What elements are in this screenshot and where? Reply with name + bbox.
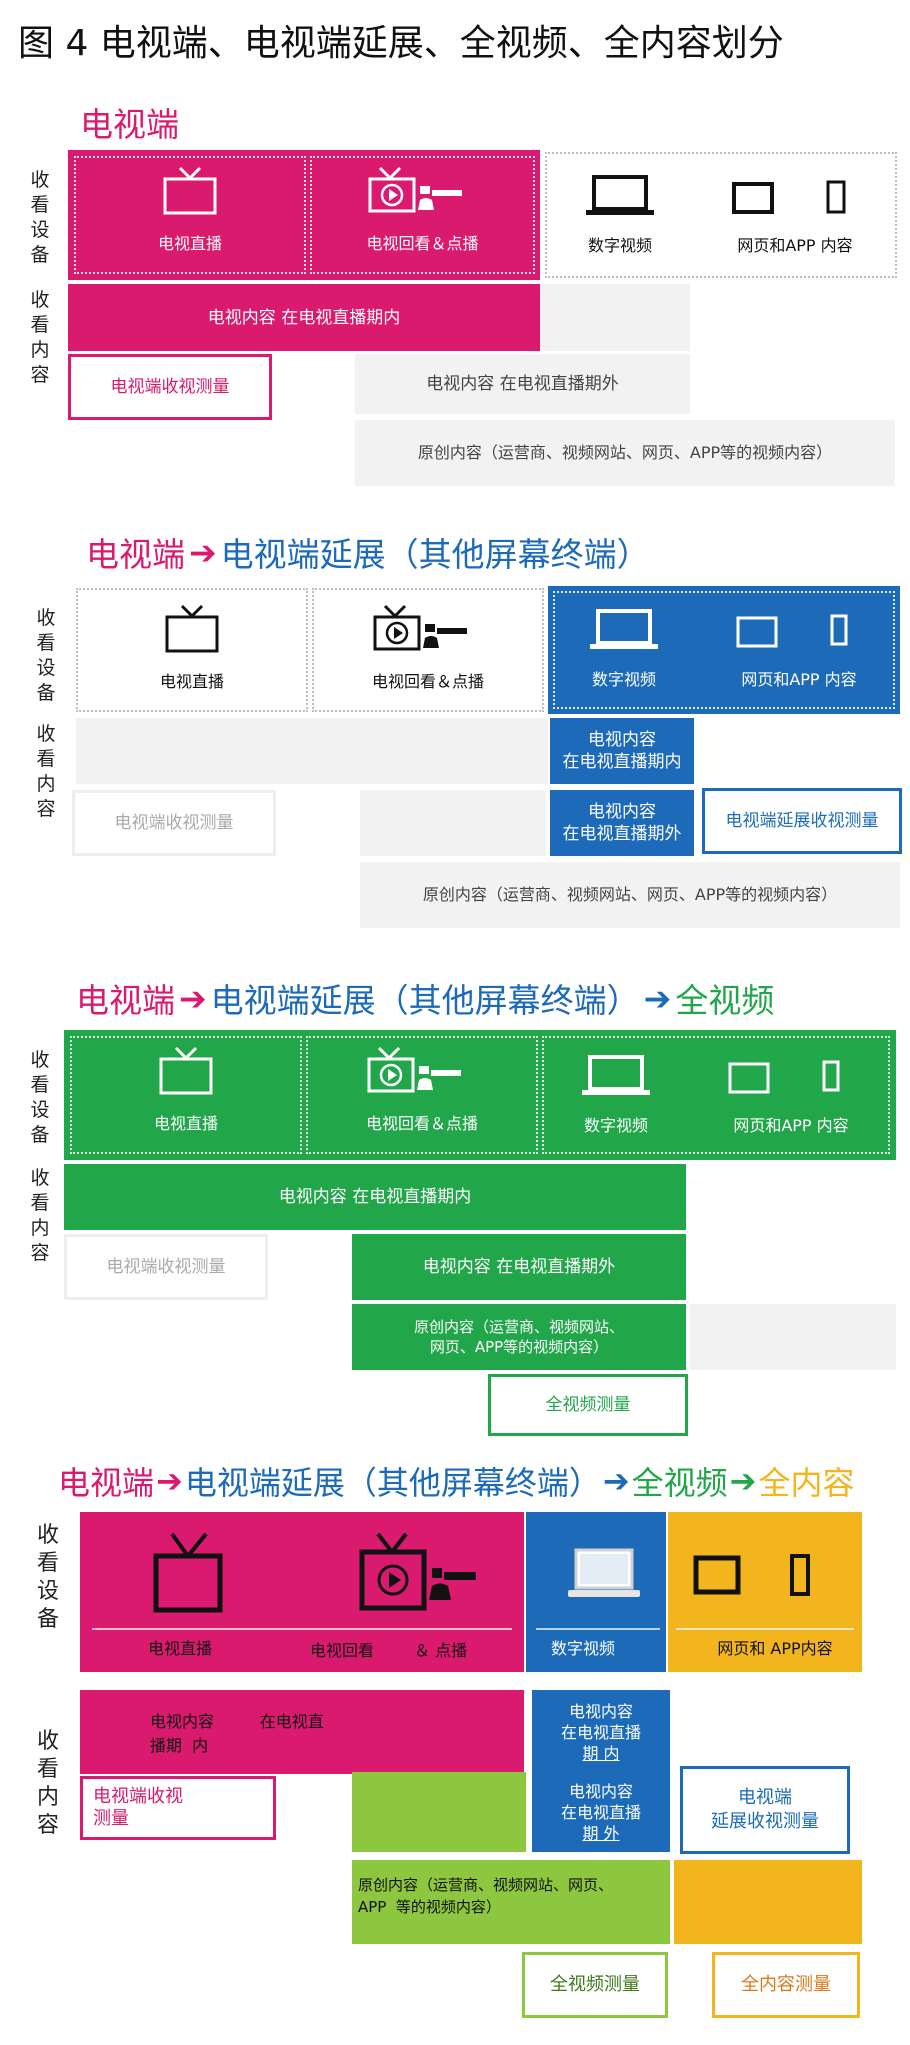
section4-title: 电视端 ➔ 电视端延展（其他屏幕终端） ➔ 全视频 ➔ 全内容 — [58, 1462, 855, 1502]
tablet-phone-icon — [692, 1554, 822, 1600]
device-digital-video: 数字视频 — [556, 592, 692, 708]
ext-devices-border — [553, 591, 895, 709]
device-web-app: 网页和APP 内容 — [700, 156, 890, 274]
content-original — [352, 1860, 670, 1944]
gray-fill — [540, 284, 690, 351]
devices-label: 收看设备 — [30, 1049, 50, 1146]
arrow-icon: ➔ — [643, 978, 672, 1018]
content-in-window: 电视内容在电视直播期内 — [550, 718, 694, 784]
all-content-measure: 全内容测量 — [712, 1952, 860, 2018]
figure-title: 图 4 电视端、电视端延展、全视频、全内容划分 — [18, 23, 784, 64]
tv-replay-icon — [368, 166, 462, 213]
arrow-icon: ➔ — [602, 1462, 630, 1500]
device-tv-replay-b: ＆ 点播 — [414, 1641, 468, 1660]
content-original: 原创内容（运营商、视频网站、网页、APP等的视频内容） — [355, 420, 895, 486]
content-label: 收看内容 — [36, 1729, 59, 1838]
device-web-app: 网页和APP 内容 — [704, 592, 894, 708]
gray-fill — [76, 718, 548, 784]
laptop-icon — [590, 609, 658, 649]
content-out-window: 电视内容在电视直播期 外 — [532, 1772, 670, 1852]
lime-fill — [352, 1772, 526, 1852]
tv-measure: 电视端收视测量 — [64, 1234, 268, 1300]
device-tv-live: 电视直播 — [147, 1639, 212, 1658]
divider — [536, 1628, 660, 1630]
devices-label: 收看设备 — [36, 1523, 59, 1632]
device-tv-replay: 电视回看＆点播 — [306, 1036, 538, 1154]
arrow-icon: ➔ — [189, 532, 217, 572]
tv-ext-measure: 电视端延展收视测量 — [702, 788, 902, 854]
tv-icon — [148, 1520, 228, 1616]
all-video-measure: 全视频测量 — [522, 1952, 668, 2018]
content-in-window: 电视内容 在电视直播期内 — [64, 1164, 686, 1230]
content-label: 收看内容 — [30, 289, 50, 386]
arrow-icon: ➔ — [729, 1462, 757, 1500]
device-tv-replay: 电视回看＆点播 — [312, 588, 544, 712]
laptop-icon — [566, 1546, 642, 1602]
other-devices-border — [542, 1036, 890, 1154]
all-devices-block — [64, 1030, 896, 1160]
tv-replay-icon — [358, 1520, 488, 1616]
content-original-line2: APP 等的视频内容） — [358, 1898, 501, 1916]
content-out-window: 电视内容 在电视直播期外 — [352, 1234, 686, 1300]
tablet-phone-icon — [732, 180, 846, 214]
yellow-fill — [674, 1860, 862, 1944]
tv-ext-measure: 电视端延展收视测量 — [680, 1766, 850, 1854]
content-in-window: 电视内容 在电视直播期内 — [68, 284, 540, 351]
content-in-window-line2: 播期 内 — [150, 1736, 209, 1755]
device-web-app: 网页和 APP内容 — [717, 1639, 833, 1658]
tv-icon — [163, 166, 217, 215]
devices-label: 收看设备 — [36, 607, 56, 704]
tv-measure: 电视端收视测量 — [80, 1776, 276, 1840]
tv-replay-icon — [367, 1046, 461, 1093]
content-in-window-line1: 电视内容 在电视直 — [150, 1712, 324, 1731]
gray-fill — [360, 790, 546, 856]
device-digital-video: 数字视频 — [550, 156, 690, 274]
divider — [676, 1628, 854, 1630]
content-out-window: 电视内容在电视直播期外 — [550, 790, 694, 856]
tv-replay-icon — [373, 604, 467, 651]
content-original-line1: 原创内容（运营商、视频网站、网页、 — [358, 1876, 614, 1894]
section1-title: 电视端 — [80, 98, 179, 146]
section2-title: 电视端 ➔ 电视端延展（其他屏幕终端） — [86, 532, 650, 575]
tv-icon — [165, 604, 219, 653]
other-devices-block — [545, 152, 897, 278]
device-web-app: 网页和APP 内容 — [696, 1036, 886, 1154]
device-digital-video: 数字视频 — [546, 1036, 686, 1154]
all-video-measure: 全视频测量 — [488, 1374, 688, 1436]
content-label: 收看内容 — [36, 723, 56, 820]
content-label: 收看内容 — [30, 1167, 50, 1264]
tv-measure: 电视端收视测量 — [72, 790, 276, 856]
laptop-icon — [582, 1055, 650, 1095]
arrow-icon: ➔ — [179, 978, 207, 1018]
device-tv-live: 电视直播 — [74, 156, 306, 274]
content-original: 原创内容（运营商、视频网站、网页、APP等的视频内容） — [352, 1304, 686, 1370]
gray-fill — [690, 1304, 896, 1370]
device-tv-replay-a: 电视回看 — [310, 1641, 375, 1660]
tablet-phone-icon — [728, 1060, 840, 1094]
tv-measure: 电视端收视测量 — [68, 354, 272, 420]
content-out-window: 电视内容 在电视直播期外 — [355, 354, 690, 414]
divider — [92, 1628, 512, 1630]
content-original: 原创内容（运营商、视频网站、网页、APP等的视频内容） — [360, 862, 900, 928]
tablet-phone-icon — [736, 614, 848, 648]
content-in-window — [80, 1690, 524, 1774]
device-digital-video: 数字视频 — [550, 1639, 615, 1658]
section3-title: 电视端 ➔ 电视端延展（其他屏幕终端） ➔ 全视频 — [76, 978, 775, 1021]
content-in-window-ext: 电视内容在电视直播期 内 — [532, 1690, 670, 1774]
device-tv-replay: 电视回看＆点播 — [310, 156, 535, 274]
ext-devices-block — [548, 586, 900, 714]
device-tv-live: 电视直播 — [76, 588, 308, 712]
devices-label: 收看设备 — [30, 169, 50, 266]
tv-icon — [159, 1046, 213, 1095]
device-tv-live: 电视直播 — [70, 1036, 302, 1154]
term-tv: 电视端 — [80, 105, 179, 144]
laptop-icon — [586, 175, 654, 215]
arrow-icon: ➔ — [156, 1462, 183, 1500]
